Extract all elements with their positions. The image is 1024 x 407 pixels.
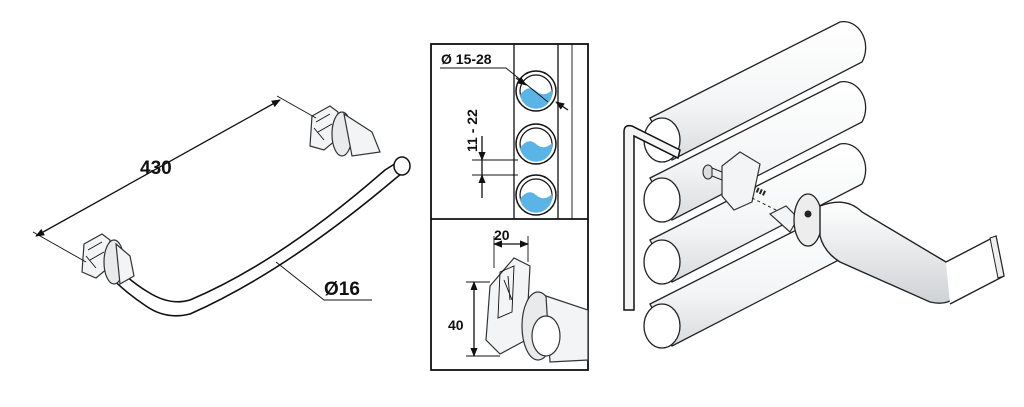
bar-end-cap [393, 156, 411, 176]
bracket-left [81, 233, 135, 285]
radiator-pipe-3 [643, 142, 867, 285]
pipe-diameter-label: Ø 15-28 [441, 51, 492, 67]
bracket-right [309, 105, 381, 157]
diameter-label: Ø16 [324, 279, 360, 300]
towel-bar-handle [819, 201, 959, 304]
bracket-detail: 20 40 [448, 227, 589, 363]
towel-bar-body [105, 158, 410, 317]
towel-bar-overview: 430 Ø16 [32, 95, 411, 317]
bracket-height-label: 40 [448, 317, 464, 333]
pipe-spacing-detail: Ø 15-28 11 - 22 [440, 44, 573, 219]
diameter-leader-line [275, 261, 372, 301]
handle-bracket [768, 193, 823, 247]
pipe-section-3 [515, 174, 557, 216]
bracket-width-label: 20 [494, 227, 510, 243]
clamp-piece [721, 151, 761, 211]
pipe-gap-label: 11 - 22 [464, 109, 480, 152]
length-label: 430 [140, 158, 172, 179]
pipe-section-1 [515, 70, 557, 112]
detail-panels: Ø 15-28 11 - 22 20 40 [430, 43, 589, 371]
radiator-pipe-2 [643, 80, 867, 223]
length-dimension-line [35, 99, 281, 237]
installation-view [623, 20, 1005, 349]
allen-key [623, 124, 681, 311]
pipe-section-2 [515, 123, 557, 165]
